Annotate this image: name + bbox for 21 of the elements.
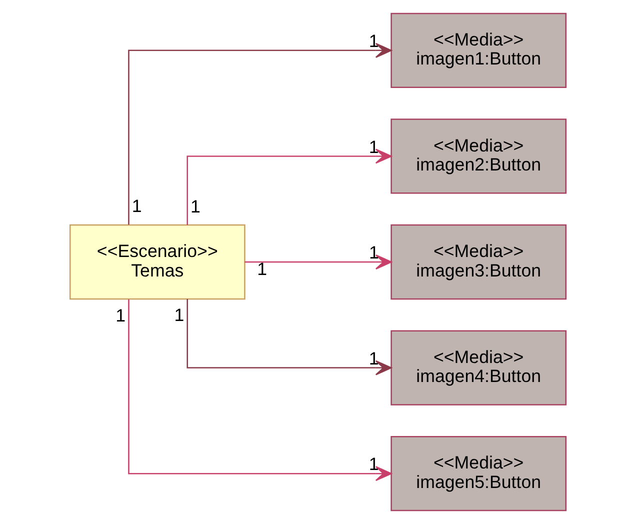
label: 1 bbox=[368, 242, 379, 263]
node-box: <<Media>> imagen2:Button bbox=[390, 118, 567, 194]
arrow bbox=[128, 42, 392, 225]
arrow bbox=[186, 299, 392, 376]
arrow bbox=[186, 148, 392, 225]
label: 1 bbox=[368, 31, 379, 52]
label: 1 bbox=[368, 348, 379, 368]
label: 1 bbox=[132, 196, 142, 216]
node-box: <<Media>> imagen5:Button bbox=[390, 436, 567, 512]
label: 1 bbox=[368, 136, 379, 157]
arrow bbox=[244, 254, 392, 270]
label: 1 bbox=[116, 305, 126, 326]
arrow bbox=[128, 299, 392, 482]
node-box: <<Media>> imagen3:Button bbox=[390, 224, 567, 300]
node-box: <<Media>> imagen4:Button bbox=[390, 330, 567, 406]
node-box: <<Escenario>> Temas bbox=[69, 224, 246, 300]
label: 1 bbox=[174, 305, 184, 326]
label: 1 bbox=[368, 454, 379, 474]
label: 1 bbox=[257, 258, 268, 279]
label: 1 bbox=[190, 196, 200, 216]
node-box: <<Media>> imagen1:Button bbox=[390, 12, 567, 88]
